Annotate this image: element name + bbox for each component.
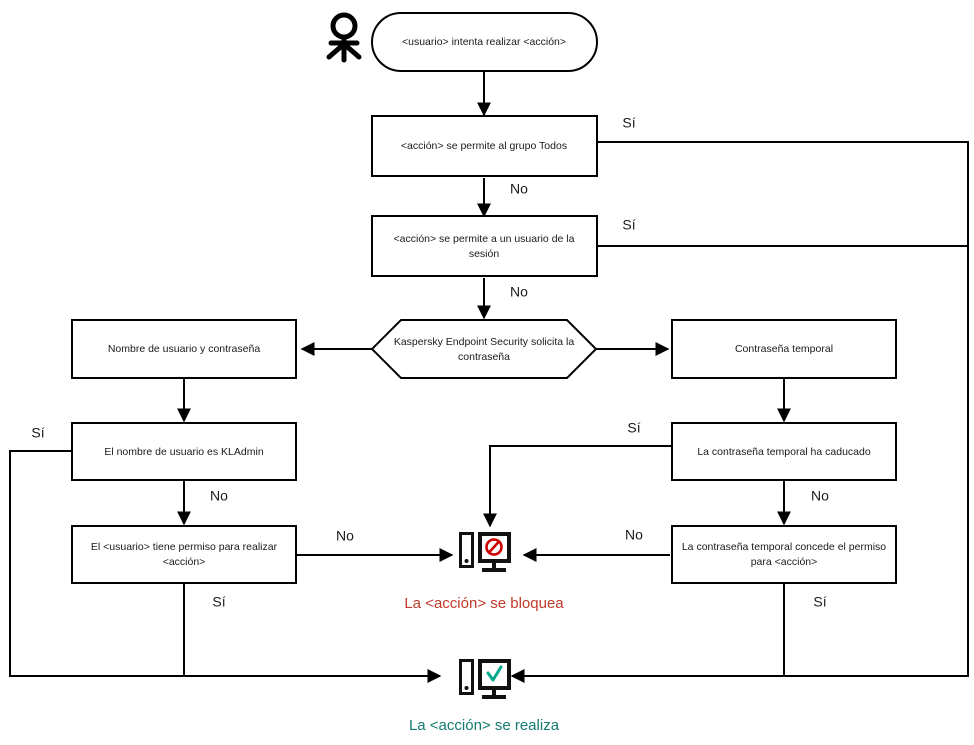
edge-label-permission-yes: Sí (212, 594, 225, 610)
usuario-actor (326, 12, 362, 63)
node-user-has-permission-line2: <acción> (163, 556, 206, 568)
edge-label-kladmin-no: No (210, 488, 228, 504)
node-temp-expired[interactable]: La contraseña temporal ha caducado (671, 422, 897, 481)
node-start-label: <usuario> intenta realizar <acción> (402, 36, 566, 48)
edge-label-expired-no: No (811, 488, 829, 504)
node-user-has-permission[interactable]: El <usuario> tiene permiso para realizar… (71, 525, 297, 584)
node-kes-prompt-line2: contraseña (458, 351, 510, 363)
connector-layer (9, 72, 969, 683)
node-user-has-permission-line1: El <usuario> tiene permiso para realizar (91, 541, 278, 553)
edge-label-grants-yes: Sí (813, 594, 826, 610)
node-temp-grants-permission-line1: La contraseña temporal concede el permis… (682, 541, 886, 553)
edge-kladmin-yes (9, 450, 442, 683)
node-allowed-session-user[interactable]: <acción> se permite a un usuario de la s… (371, 215, 598, 277)
node-is-kladmin[interactable]: El nombre de usuario es KLAdmin (71, 422, 297, 481)
node-allowed-everyone-label: <acción> se permite al grupo Todos (401, 140, 567, 152)
node-username-password[interactable]: Nombre de usuario y contraseña (71, 319, 297, 379)
edge-expired-yes (483, 445, 672, 528)
edge-label-everyone-no: No (510, 181, 528, 197)
edge-label-session-no: No (510, 284, 528, 300)
node-allowed-session-user-line2: sesión (469, 248, 500, 260)
edge-label-grants-no: No (625, 527, 643, 543)
node-kes-prompt-line1: Kaspersky Endpoint Security solicita la (394, 336, 574, 348)
monitor-blocked-icon (459, 532, 511, 572)
node-temp-password-label: Contraseña temporal (735, 343, 833, 355)
edge-label-everyone-yes: Sí (622, 115, 635, 131)
node-start[interactable]: <usuario> intenta realizar <acción> (371, 12, 598, 72)
node-kes-prompt[interactable]: Kaspersky Endpoint Security solicita la … (370, 319, 598, 379)
node-temp-grants-permission-line2: para <acción> (751, 556, 818, 568)
edge-label-expired-yes: Sí (627, 420, 640, 436)
node-is-kladmin-label: El nombre de usuario es KLAdmin (104, 446, 263, 458)
node-username-password-label: Nombre de usuario y contraseña (108, 343, 260, 355)
allowed-outcome-label: La <acción> se realiza (409, 717, 560, 734)
node-temp-grants-permission[interactable]: La contraseña temporal concede el permis… (671, 525, 897, 584)
monitor-allowed-icon (459, 659, 511, 699)
edge-label-permission-no: No (336, 528, 354, 544)
blocked-outcome-label: La <acción> se bloquea (404, 595, 564, 612)
edge-label-session-yes: Sí (622, 217, 635, 233)
node-allowed-session-user-line1: <acción> se permite a un usuario de la (394, 233, 575, 245)
node-allowed-everyone[interactable]: <acción> se permite al grupo Todos (371, 115, 598, 177)
node-temp-password[interactable]: Contraseña temporal (671, 319, 897, 379)
node-temp-expired-label: La contraseña temporal ha caducado (697, 446, 871, 458)
edge-label-kladmin-yes: Sí (31, 425, 44, 441)
edge-everyone-yes (510, 141, 969, 683)
